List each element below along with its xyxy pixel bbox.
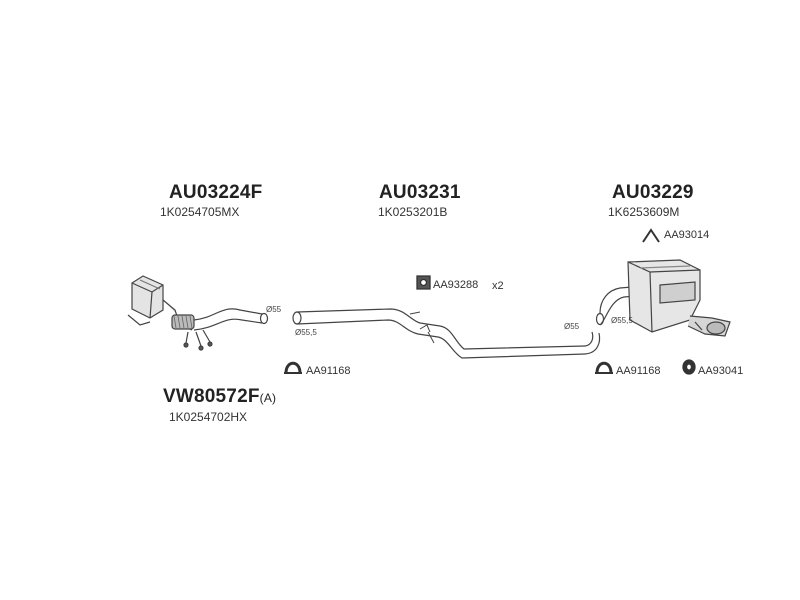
front-pipe-code[interactable]: VW80572F <box>163 386 260 407</box>
bracket-rear-label[interactable]: AA93041 <box>698 365 744 377</box>
diameter-symbol: Ø <box>295 328 302 337</box>
rear-muffler-diameter-in-value: 55 <box>570 322 580 331</box>
rear-muffler-diameter-out-value: 55,5 <box>617 316 633 325</box>
diameter-symbol: Ø <box>564 322 571 331</box>
rear-muffler-oem: 1K6253609M <box>608 205 680 219</box>
front-pipe-code-wrap[interactable]: VW80572F(A) <box>163 386 276 408</box>
accessory-icons <box>284 228 696 375</box>
front-pipe-drawing <box>193 308 269 331</box>
catalyst-drawing <box>127 275 213 351</box>
middle-pipe-diameter-value: 55,5 <box>301 328 317 337</box>
hanger-mid-icon <box>416 275 431 290</box>
front-pipe-oem: 1K0254702HX <box>169 410 248 424</box>
hanger-mid-label[interactable]: AA93288 <box>433 279 479 291</box>
clamp-right-icon <box>595 361 613 374</box>
catalyst-code[interactable]: AU03224F <box>169 182 263 203</box>
rear-muffler-diameter-out: Ø55,5 <box>611 316 633 325</box>
clamp-left-icon <box>284 361 302 374</box>
middle-pipe-oem: 1K0253201B <box>378 205 448 219</box>
middle-pipe-diameter: Ø55,5 <box>295 328 317 337</box>
clamp-right-label[interactable]: AA91168 <box>616 365 661 377</box>
catalyst-diameter-value: 55 <box>272 305 282 314</box>
middle-pipe-drawing <box>292 308 601 359</box>
hanger-mid-qty: x2 <box>492 280 504 292</box>
rear-muffler-code[interactable]: AU03229 <box>612 182 694 203</box>
rear-muffler-drawing <box>595 259 731 337</box>
diameter-symbol: Ø <box>611 316 618 325</box>
front-pipe-code-suffix: (A) <box>259 391 277 405</box>
catalyst-diameter: Ø55 <box>266 305 281 314</box>
bracket-rear-icon <box>682 359 696 375</box>
rear-muffler-diameter-in: Ø55 <box>564 322 579 331</box>
hanger-rear-label[interactable]: AA93014 <box>664 229 710 241</box>
catalyst-oem: 1K0254705MX <box>160 205 240 219</box>
clamp-left-label[interactable]: AA91168 <box>306 365 351 377</box>
hanger-rear-icon <box>642 228 660 243</box>
middle-pipe-code[interactable]: AU03231 <box>379 182 461 203</box>
diameter-symbol: Ø <box>266 305 273 314</box>
